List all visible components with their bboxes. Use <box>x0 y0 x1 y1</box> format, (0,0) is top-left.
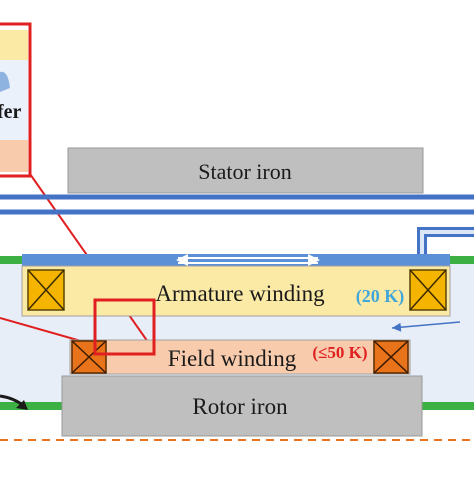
highlight-box <box>93 298 156 356</box>
inset-frame <box>0 22 32 178</box>
stator-iron <box>67 147 424 194</box>
green-wall-right-lower <box>422 402 474 410</box>
stator-iron-label: Stator iron <box>198 159 292 184</box>
armature-winding-label: Armature winding <box>155 281 325 306</box>
field-winding-label: Field winding <box>168 346 297 371</box>
field-winding <box>69 339 411 375</box>
inset-detail: fer <box>0 22 32 178</box>
armature-coil-end-left <box>27 269 65 311</box>
armature-coil-end-right <box>409 269 447 311</box>
coolant-flow-arrow <box>391 321 461 332</box>
field-coil-end-left <box>71 340 107 374</box>
green-wall-right <box>448 256 474 264</box>
armature-top-bar <box>22 254 450 266</box>
rotor-iron-label: Rotor iron <box>192 394 288 419</box>
flow-arrows <box>176 254 320 266</box>
armature-winding <box>21 265 451 317</box>
green-wall-left <box>0 256 24 264</box>
rotor-iron <box>61 375 423 437</box>
armature-temperature-label: (20 K) <box>356 286 405 307</box>
inset-partial-text: fer <box>0 101 22 123</box>
field-coil-end-right <box>373 340 409 374</box>
field-temperature-label: (≤50 K) <box>312 343 367 362</box>
green-wall-left-lower <box>0 402 62 410</box>
